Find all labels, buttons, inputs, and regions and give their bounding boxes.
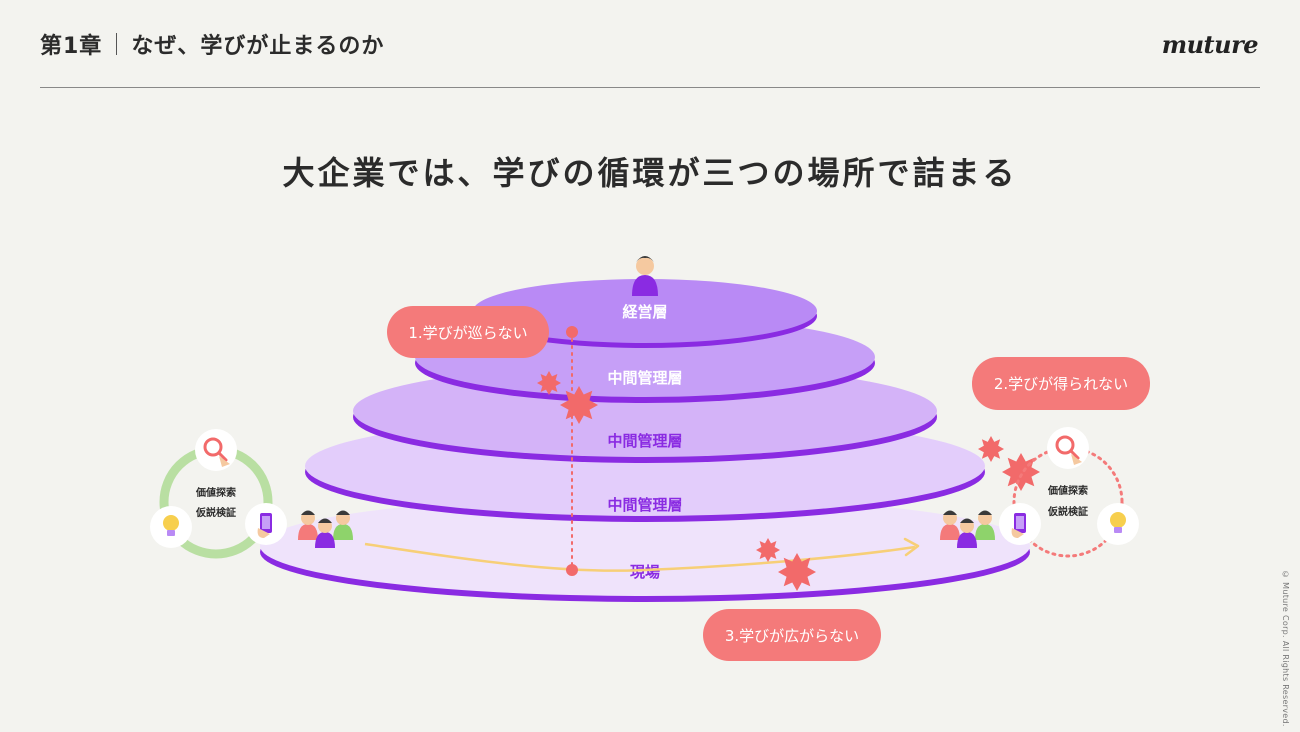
- chapter-label: 第1章: [40, 34, 103, 59]
- header-title: 第1章 なぜ、学びが止まるのか: [40, 28, 384, 60]
- cycle-left: 価値探索 仮説検証: [150, 429, 287, 559]
- layer-base-top: [260, 496, 1030, 596]
- layer-base: [260, 496, 1030, 602]
- cycle-label-line1: 価値探索: [195, 486, 236, 499]
- blocked-flow-line: [566, 326, 578, 576]
- lightbulb-icon: [1097, 503, 1139, 545]
- header-divider: [40, 87, 1260, 88]
- cycle-label-line2: 仮説検証: [1047, 505, 1088, 518]
- header-separator: [116, 33, 118, 55]
- layer-top: [473, 279, 817, 348]
- chapter-subtitle: なぜ、学びが止まるのか: [131, 34, 385, 59]
- person-icon: [632, 256, 658, 296]
- layer-label-base: 現場: [630, 563, 660, 581]
- people-icon: [940, 510, 995, 548]
- lightbulb-icon: [150, 506, 192, 548]
- problem-pill-3: 3.学びが広がらない: [703, 609, 881, 661]
- page-title: 大企業では、学びの循環が三つの場所で詰まる: [282, 154, 1018, 192]
- problem-pill-1: 1.学びが巡らない: [387, 306, 549, 358]
- copyright: © Muture Corp. All Rights Reserved.: [1281, 570, 1290, 727]
- problem-label-1: 1.学びが巡らない: [408, 324, 527, 342]
- cycle-label-line2: 仮説検証: [195, 506, 236, 519]
- problem-label-3: 3.学びが広がらない: [725, 627, 859, 645]
- layer-top-top: [473, 279, 817, 343]
- people-icon: [298, 510, 353, 548]
- layer-label-mid3: 中間管理層: [607, 496, 682, 514]
- cycle-right: 価値探索 仮説検証: [999, 427, 1139, 558]
- search-icon: [1047, 427, 1089, 469]
- problem-pill-2: 2.学びが得られない: [972, 357, 1150, 410]
- layer-label-mid1: 中間管理層: [607, 369, 682, 387]
- muture-logo: muture: [1161, 30, 1259, 59]
- problem-label-2: 2.学びが得られない: [994, 375, 1128, 393]
- phone-icon: [245, 503, 287, 545]
- cycle-label-line1: 価値探索: [1047, 484, 1088, 497]
- search-icon: [195, 429, 237, 471]
- layer-label-mid2: 中間管理層: [607, 432, 682, 450]
- flow-arrow: [364, 537, 920, 572]
- layer-label-top: 経営層: [622, 303, 667, 321]
- phone-icon: [999, 503, 1041, 545]
